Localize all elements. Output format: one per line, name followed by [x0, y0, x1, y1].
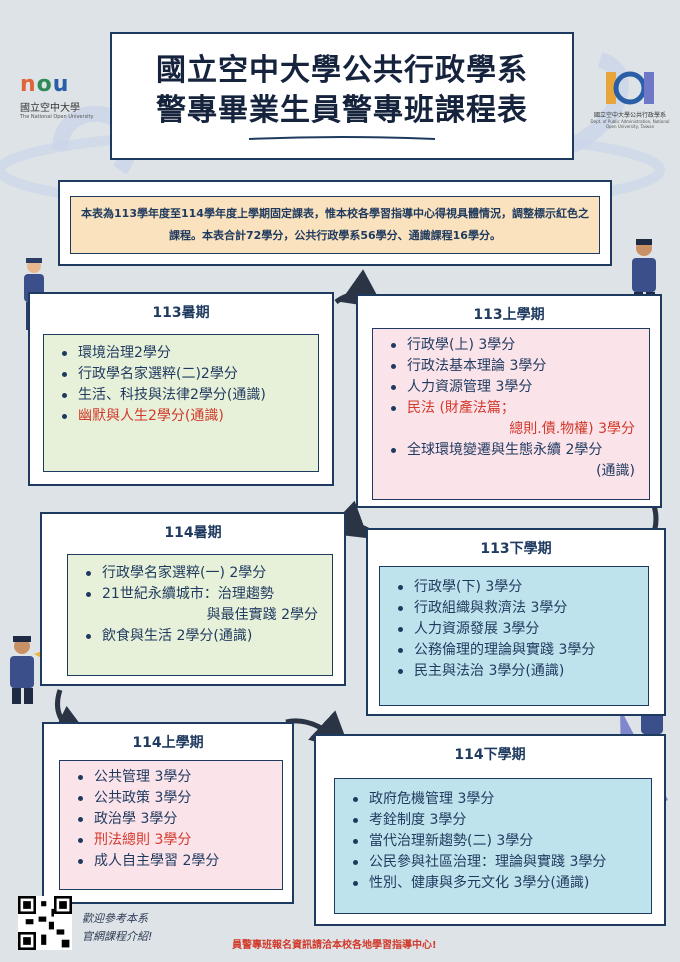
course-item: 總則.債.物權) 3學分: [509, 421, 635, 437]
nou-logo-word: nou: [20, 72, 70, 97]
course-item: 與最佳實踐 2學分: [206, 607, 318, 623]
course-item: 人力資源管理 3學分: [391, 377, 649, 398]
term-card-114-second: 114下學期 政府危機管理 3學分考銓制度 3學分當代治理新趨勢(二) 3學分公…: [314, 734, 666, 926]
course-item: 人力資源發展 3學分: [398, 619, 648, 640]
course-item: 行政學(上) 3學分: [391, 335, 649, 356]
nou-logo-en: The National Open University: [20, 114, 94, 120]
course-item: 行政學名家選粹(一) 2學分: [86, 563, 332, 584]
term-title: 113上學期: [473, 307, 545, 323]
course-item: 公務倫理的理論與實踐 3學分: [398, 640, 648, 661]
term-title: 113下學期: [480, 541, 552, 557]
page-title: 國立空中大學公共行政學系 警專畢業生員警專班課程表: [110, 32, 574, 160]
course-item: 刑法總則 3學分: [78, 830, 282, 851]
course-item: 民法 (財產法篇；: [391, 398, 649, 419]
notice-text: 本表為113學年度至114學年度上學期固定課表，惟本校各學習指導中心得視具體情況…: [70, 196, 600, 254]
term-card-113-summer: 113暑期 環境治理2學分行政學名家選粹(二)2學分生活、科技與法律2學分(通識…: [28, 292, 334, 486]
qr-caption: 歡迎參考本系 官網課程介紹!: [82, 910, 152, 946]
department-logo: 國立空中大學公共行政學系 Dept. of Public Administrat…: [590, 70, 670, 129]
title-line-2: 警專畢業生員警專班課程表: [156, 93, 528, 128]
course-item: 考銓制度 3學分: [353, 810, 651, 831]
course-item: 民主與法治 3學分(通識): [398, 661, 648, 682]
course-item: 飲食與生活 2學分(通識): [86, 626, 332, 647]
course-item: 公共管理 3學分: [78, 767, 282, 788]
nou-logo-cn: 國立空中大學: [20, 103, 80, 114]
course-item: 幽默與人生2學分(通識): [62, 406, 318, 427]
course-item: 行政學(下) 3學分: [398, 577, 648, 598]
qr-caption-line2: 官網課程介紹!: [82, 930, 153, 943]
term-title: 114暑期: [164, 525, 222, 541]
course-item: 生活、科技與法律2學分(通識): [62, 385, 318, 406]
course-list: 行政學(下) 3學分行政組織與救濟法 3學分人力資源發展 3學分公務倫理的理論與…: [379, 566, 649, 706]
term-card-113-second: 113下學期 行政學(下) 3學分行政組織與救濟法 3學分人力資源發展 3學分公…: [366, 528, 666, 716]
course-list: 政府危機管理 3學分考銓制度 3學分當代治理新趨勢(二) 3學分公民參與社區治理…: [334, 778, 652, 914]
nou-logo: nou 國立空中大學 The National Open University: [20, 72, 100, 120]
course-item: 21世紀永續城市：治理趨勢: [86, 584, 332, 605]
course-item: 行政組織與救濟法 3學分: [398, 598, 648, 619]
course-item: 全球環境變遷與生態永續 2學分: [391, 440, 649, 461]
course-list: 環境治理2學分行政學名家選粹(二)2學分生活、科技與法律2學分(通識)幽默與人生…: [43, 334, 319, 472]
course-item: 性別、健康與多元文化 3學分(通識): [353, 873, 651, 894]
course-item: (通識): [596, 463, 635, 479]
term-title: 114下學期: [454, 747, 526, 763]
qr-code[interactable]: [18, 896, 72, 950]
notice-box: 本表為113學年度至114學年度上學期固定課表，惟本校各學習指導中心得視具體情況…: [58, 180, 612, 266]
term-title: 114上學期: [132, 735, 204, 751]
department-logo-en: Dept. of Public Administration, National…: [590, 119, 670, 129]
course-item: 政府危機管理 3學分: [353, 789, 651, 810]
course-item: 公共政策 3學分: [78, 788, 282, 809]
course-item: 公民參與社區治理：理論與實踐 3學分: [353, 852, 651, 873]
title-underline: [248, 136, 436, 140]
term-title: 113暑期: [152, 305, 210, 321]
qr-caption-line1: 歡迎參考本系: [82, 912, 148, 925]
title-line-1: 國立空中大學公共行政學系: [156, 53, 528, 88]
department-logo-cn: 國立空中大學公共行政學系: [593, 112, 666, 119]
course-item: 環境治理2學分: [62, 343, 318, 364]
course-item: 政治學 3學分: [78, 809, 282, 830]
course-list: 公共管理 3學分公共政策 3學分政治學 3學分刑法總則 3學分成人自主學習 2學…: [59, 760, 283, 890]
course-item: 行政法基本理論 3學分: [391, 356, 649, 377]
course-list: 行政學(上) 3學分行政法基本理論 3學分人力資源管理 3學分民法 (財產法篇；…: [372, 328, 650, 500]
department-emblem-icon: [606, 71, 654, 105]
course-item: 成人自主學習 2學分: [78, 851, 282, 872]
term-card-114-first: 114上學期 公共管理 3學分公共政策 3學分政治學 3學分刑法總則 3學分成人…: [42, 722, 294, 904]
course-item: 行政學名家選粹(二)2學分: [62, 364, 318, 385]
footer-note: 員警專班報名資訊請洽本校各地學習指導中心!: [232, 940, 437, 951]
term-card-113-first: 113上學期 行政學(上) 3學分行政法基本理論 3學分人力資源管理 3學分民法…: [356, 294, 662, 508]
course-item: 當代治理新趨勢(二) 3學分: [353, 831, 651, 852]
